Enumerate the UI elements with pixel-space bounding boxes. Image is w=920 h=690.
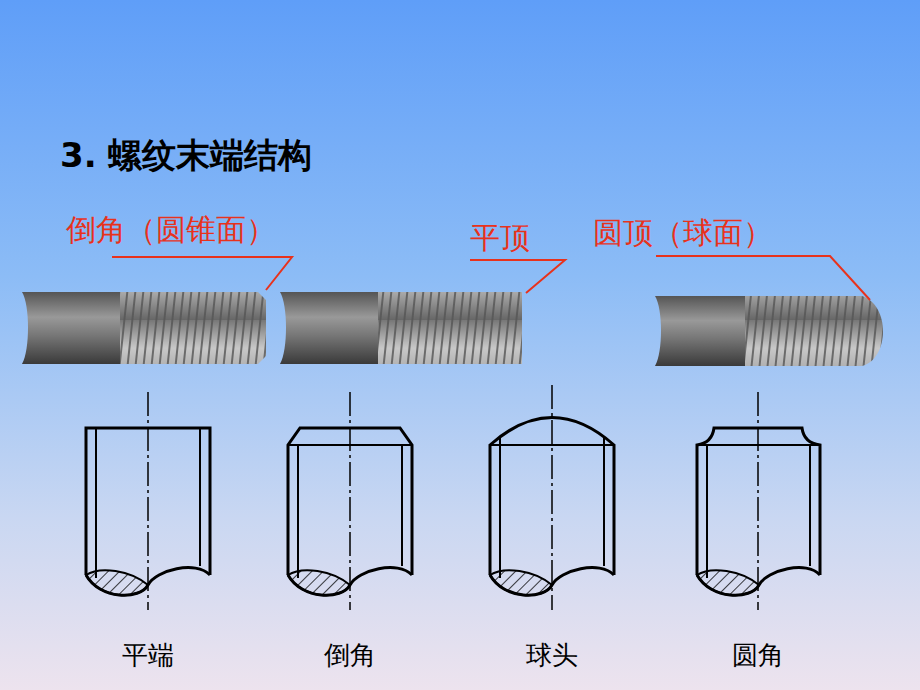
center-line <box>148 385 758 610</box>
bolt-photo <box>280 292 522 364</box>
end-drawing <box>86 418 820 596</box>
bolt-photo <box>655 296 883 366</box>
callout-label: 倒角（圆锥面） <box>66 210 276 251</box>
callout-label: 圆顶（球面） <box>593 213 773 254</box>
slide-title: 3. 螺纹末端结构 <box>60 133 312 179</box>
drawing-caption: 倒角 <box>324 638 376 673</box>
leader-line <box>112 256 870 300</box>
bolt-photo <box>22 292 266 364</box>
drawing-caption: 圆角 <box>732 638 784 673</box>
callout-label: 平顶 <box>470 218 530 259</box>
drawing-caption: 平端 <box>122 638 174 673</box>
drawing-caption: 球头 <box>526 638 578 673</box>
